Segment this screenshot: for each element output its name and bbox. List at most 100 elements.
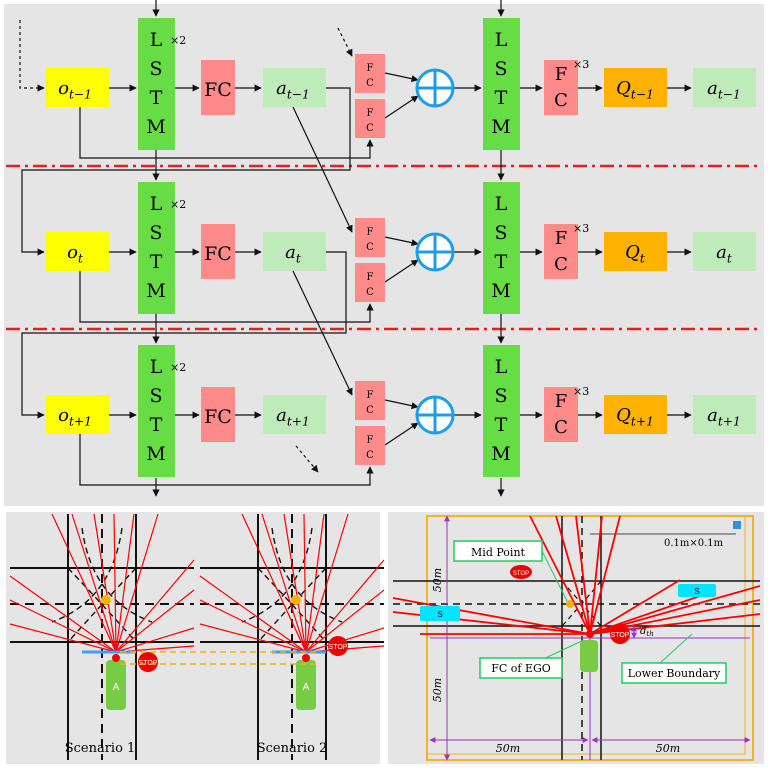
small-fc-letter: F	[367, 435, 374, 446]
sensor-ray	[71, 513, 117, 653]
turn-path	[271, 527, 343, 623]
ego-sensor	[302, 654, 310, 662]
fc-box	[201, 387, 235, 442]
ego-car	[296, 660, 316, 710]
small-fc-box	[355, 99, 385, 138]
vehicle-left	[420, 606, 460, 621]
arrow-fc-sum	[384, 422, 419, 446]
fc-stack-box	[544, 387, 578, 442]
lstm-letter: M	[146, 116, 165, 138]
skip-connection	[79, 107, 374, 159]
sensor-ray	[9, 623, 117, 653]
q-value-box	[604, 395, 667, 434]
observation-box	[46, 68, 109, 107]
output-action-label: at	[716, 242, 732, 266]
small-fc-letter: F	[367, 108, 374, 119]
lstm-letter: L	[495, 193, 508, 215]
ego-car	[580, 640, 598, 672]
arrow-fc-sum	[384, 399, 419, 410]
q-value-box	[604, 68, 667, 107]
action-label: at	[285, 242, 301, 266]
lstm-multiplier: ×2	[170, 198, 186, 211]
right-dim-label: 50m	[656, 742, 680, 755]
lower-boundary-callout	[621, 662, 727, 684]
lstm-letter: S	[149, 58, 162, 80]
sensor-ray	[199, 623, 307, 653]
small-fc-letter: F	[367, 227, 374, 238]
stop-sign	[138, 652, 158, 672]
arrow-fc-sum	[384, 95, 419, 119]
sensor-ray	[303, 513, 307, 653]
arrow-fc-sum	[384, 72, 419, 83]
fc-box	[201, 60, 235, 115]
mid-point-leader	[541, 550, 569, 604]
q-value-box	[604, 232, 667, 271]
ego-car	[106, 660, 126, 710]
observation-box	[46, 395, 109, 434]
fc-letter: F	[555, 228, 568, 249]
fc-label: FC	[204, 406, 232, 428]
observation-box	[46, 232, 109, 271]
sensor-ray	[261, 513, 307, 653]
lower-boundary-label: Lower Boundary	[628, 667, 721, 680]
stop-sign-far-label: STOP	[513, 571, 529, 577]
lstm-letter: M	[146, 443, 165, 465]
small-fc-box	[355, 426, 385, 465]
lstm-letter: M	[491, 116, 510, 138]
arrow-fc-sum	[384, 236, 419, 247]
mid-point-label: Mid Point	[471, 546, 526, 559]
fc-box	[201, 224, 235, 279]
output-action-box	[693, 232, 756, 271]
lstm-letter: L	[150, 356, 163, 378]
lstm-letter: T	[150, 251, 163, 273]
row-link	[21, 251, 347, 419]
output-action-label: at+1	[707, 405, 741, 429]
lstm-letter: M	[491, 280, 510, 302]
small-fc-letter: C	[366, 123, 374, 134]
sensor-ray	[199, 599, 307, 653]
lstm-multiplier: ×2	[170, 34, 186, 47]
vehicle-right-label: S	[694, 587, 699, 596]
lstm-letter: S	[494, 222, 507, 244]
sensor-ray	[555, 515, 591, 635]
action-box	[263, 68, 326, 107]
skip-connection	[79, 434, 374, 486]
fc-ego-leader	[540, 639, 585, 661]
small-fc-letter: F	[367, 272, 374, 283]
ego-sensor	[112, 654, 120, 662]
lstm-letter: L	[150, 193, 163, 215]
q-value-label: Qt−1	[616, 78, 654, 102]
sensor-ray	[305, 559, 385, 653]
turn-path	[257, 567, 327, 643]
ego-car-label: A	[113, 682, 120, 693]
action-box	[263, 395, 326, 434]
lstm-encoder-box	[138, 182, 175, 314]
sensor-ray	[392, 597, 591, 635]
lstm-letter: S	[149, 222, 162, 244]
observation-label: ot	[67, 242, 83, 266]
lstm-letter: S	[494, 58, 507, 80]
lower-boundary-leader	[659, 633, 693, 664]
lstm-multiplier: ×2	[170, 361, 186, 374]
grid-cell-label: 0.1m×0.1m	[664, 538, 724, 549]
map-inner-boundary	[426, 515, 746, 755]
ego-sensor	[586, 630, 594, 638]
lower-dim-label: 50m	[431, 678, 444, 702]
sensor-ray	[199, 575, 307, 653]
fc-ego-callout	[479, 657, 563, 679]
sensor-ray	[589, 515, 621, 635]
output-action-label: at−1	[707, 78, 741, 102]
midpoint-marker	[291, 595, 301, 605]
fc-letter: C	[554, 417, 568, 438]
action-label: at−1	[276, 78, 310, 102]
fc-letter: F	[555, 391, 568, 412]
dotted-input	[19, 20, 45, 92]
midpoint-marker	[101, 595, 111, 605]
